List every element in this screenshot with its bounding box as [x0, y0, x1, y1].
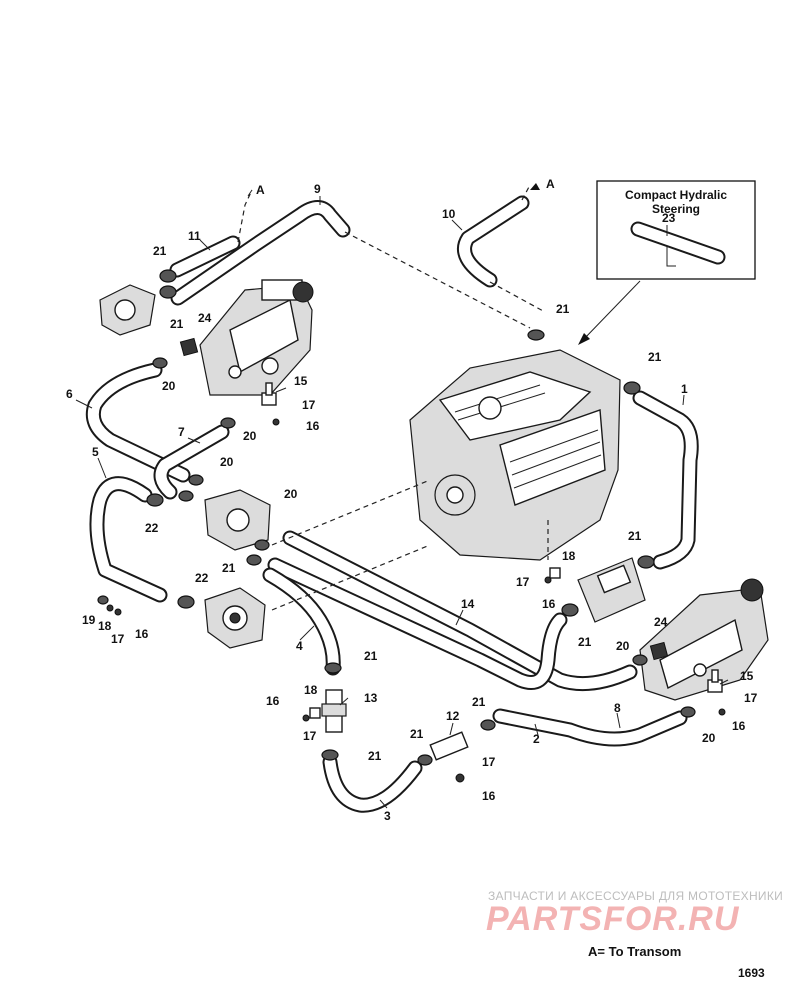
label-3: 3	[384, 809, 391, 823]
circulating-pump	[204, 489, 271, 551]
callout-arrowhead	[578, 333, 590, 345]
label-21-a: 21	[153, 244, 167, 258]
label-20-b: 20	[243, 429, 257, 443]
hose-7	[153, 424, 230, 500]
label-21-c: 21	[222, 561, 236, 575]
callout-title: Compact Hydralic Steering	[624, 188, 728, 216]
label-15-a: 15	[294, 374, 308, 388]
label-21-j: 21	[410, 727, 424, 741]
route-marker-a-right: A	[546, 177, 555, 191]
steering-cooler-tube	[630, 221, 726, 267]
leader-lines	[75, 196, 729, 809]
fitting-18	[309, 567, 561, 719]
label-20-e: 20	[616, 639, 630, 653]
engine-block	[409, 349, 621, 561]
hose-14	[282, 530, 638, 692]
ecm-module	[577, 557, 646, 623]
label-18-b: 18	[562, 549, 576, 563]
label-5: 5	[92, 445, 99, 459]
seawater-pump	[204, 587, 266, 649]
hose-8	[492, 708, 688, 747]
callout-pointer	[582, 280, 641, 341]
hose-3	[322, 754, 423, 813]
label-20-a: 20	[162, 379, 176, 393]
hose-4	[262, 567, 341, 676]
label-20-c: 20	[220, 455, 234, 469]
label-7: 7	[178, 425, 185, 439]
hose-2	[267, 557, 568, 690]
plug-24-right	[649, 641, 669, 661]
label-16-f: 16	[482, 789, 496, 803]
fitting-15-left	[261, 382, 277, 406]
dashed-routes	[237, 184, 549, 611]
hose-clamps	[97, 269, 726, 783]
hose-9	[170, 200, 351, 306]
label-21-d: 21	[556, 302, 570, 316]
label-8: 8	[614, 701, 621, 715]
label-19: 19	[82, 613, 96, 627]
label-6: 6	[66, 387, 73, 401]
label-22-b: 22	[195, 571, 209, 585]
hose-10	[457, 195, 530, 288]
fitting-12	[429, 731, 469, 761]
legend-note: A= To Transom	[588, 944, 682, 959]
label-17-c: 17	[516, 575, 530, 589]
label-16-d: 16	[732, 719, 746, 733]
label-1: 1	[681, 382, 688, 396]
label-15-b: 15	[740, 669, 754, 683]
label-23: 23	[662, 211, 676, 225]
hose-5	[89, 476, 168, 603]
label-21-h: 21	[364, 649, 378, 663]
part-labels: 9 10 11 21 21 24 20 6 15 17 16 7 20 5 20…	[66, 182, 758, 823]
label-20-f: 20	[702, 731, 716, 745]
label-24-b: 24	[654, 615, 668, 629]
label-4: 4	[296, 639, 303, 653]
label-10: 10	[442, 207, 456, 221]
label-18-a: 18	[98, 619, 112, 633]
label-11: 11	[188, 229, 201, 243]
label-21-i: 21	[472, 695, 486, 709]
label-20-d: 20	[284, 487, 298, 501]
label-22-a: 22	[145, 521, 159, 535]
label-17-f: 17	[482, 755, 496, 769]
hose-11	[169, 235, 241, 278]
label-16-c: 16	[542, 597, 556, 611]
label-17-d: 17	[744, 691, 758, 705]
fitting-13	[321, 689, 347, 733]
hose-6	[85, 362, 191, 483]
callout-box: 23	[596, 180, 756, 280]
label-21-k: 21	[368, 749, 382, 763]
diagram-number: 1693	[738, 966, 765, 980]
label-16-b: 16	[135, 627, 149, 641]
watermark-tagline: ЗАПЧАСТИ И АКСЕССУАРЫ ДЛЯ МОТОТЕХНИКИ	[488, 889, 784, 903]
label-21-f: 21	[628, 529, 642, 543]
route-marker-a-left: A	[256, 183, 265, 197]
right-exhaust-manifold	[639, 578, 769, 701]
left-exhaust-manifold	[199, 279, 314, 396]
watermark-logo: PARTSFOR.RU	[486, 900, 740, 938]
label-21-b: 21	[170, 317, 184, 331]
label-9: 9	[314, 182, 321, 196]
thermostat-housing	[99, 284, 156, 336]
label-17-a: 17	[302, 398, 316, 412]
label-13: 13	[364, 691, 378, 705]
label-18-c: 18	[304, 683, 318, 697]
label-14: 14	[461, 597, 475, 611]
hose-1	[632, 390, 699, 570]
label-21-e: 21	[648, 350, 662, 364]
label-16-a: 16	[306, 419, 320, 433]
label-17-b: 17	[111, 632, 125, 646]
label-16-e: 16	[266, 694, 280, 708]
label-12: 12	[446, 709, 460, 723]
label-17-e: 17	[303, 729, 317, 743]
label-2: 2	[533, 732, 540, 746]
plug-24-left	[179, 337, 199, 357]
label-24-a: 24	[198, 311, 212, 325]
label-21-g: 21	[578, 635, 592, 649]
fitting-15-right	[707, 669, 723, 693]
